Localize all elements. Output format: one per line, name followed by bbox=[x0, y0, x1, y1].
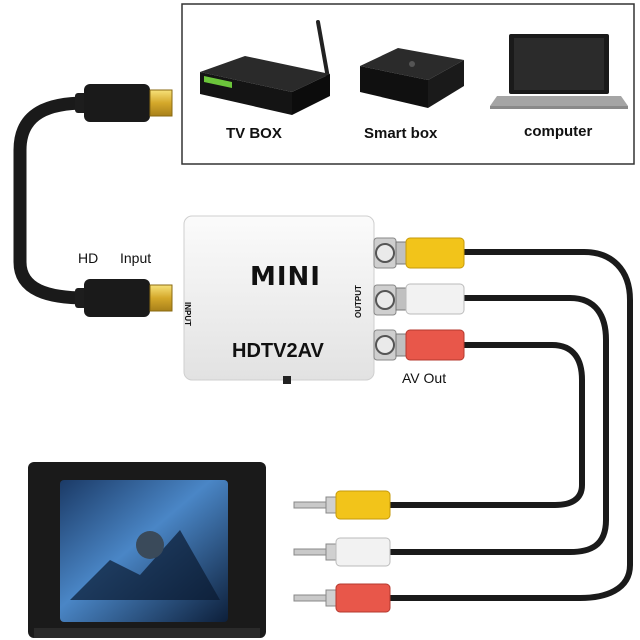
crt-tv-icon bbox=[28, 462, 266, 638]
converter-output-port-label: OUTPUT bbox=[354, 285, 363, 318]
converter-input-port-label: INPUT bbox=[183, 302, 192, 326]
rca-plug-white-bottom bbox=[294, 538, 390, 566]
rca-cable-red bbox=[390, 345, 582, 505]
hdmi-cable bbox=[20, 103, 86, 298]
hdmi-plug-top bbox=[75, 84, 172, 122]
rca-jack-red bbox=[374, 330, 396, 360]
rca-plug-red-bottom bbox=[294, 584, 390, 612]
hd-label: HD bbox=[78, 250, 98, 266]
laptop-icon bbox=[490, 34, 628, 109]
av-out-label: AV Out bbox=[402, 370, 446, 386]
rca-plug-red-top bbox=[396, 330, 464, 360]
rca-plug-yellow-top bbox=[396, 238, 464, 268]
hdmi-plug-bottom bbox=[75, 279, 172, 317]
converter-brand: MINI bbox=[250, 262, 321, 292]
device-label-computer: computer bbox=[524, 123, 592, 140]
input-label: Input bbox=[120, 250, 151, 266]
device-label-tv-box: TV BOX bbox=[226, 125, 282, 142]
rca-plug-white-top bbox=[396, 284, 464, 314]
rca-jack-yellow bbox=[374, 238, 396, 268]
rca-jack-white bbox=[374, 285, 396, 315]
converter-model: HDTV2AV bbox=[232, 340, 324, 363]
device-label-smart-box: Smart box bbox=[364, 125, 437, 142]
rca-plug-yellow-bottom bbox=[294, 491, 390, 519]
